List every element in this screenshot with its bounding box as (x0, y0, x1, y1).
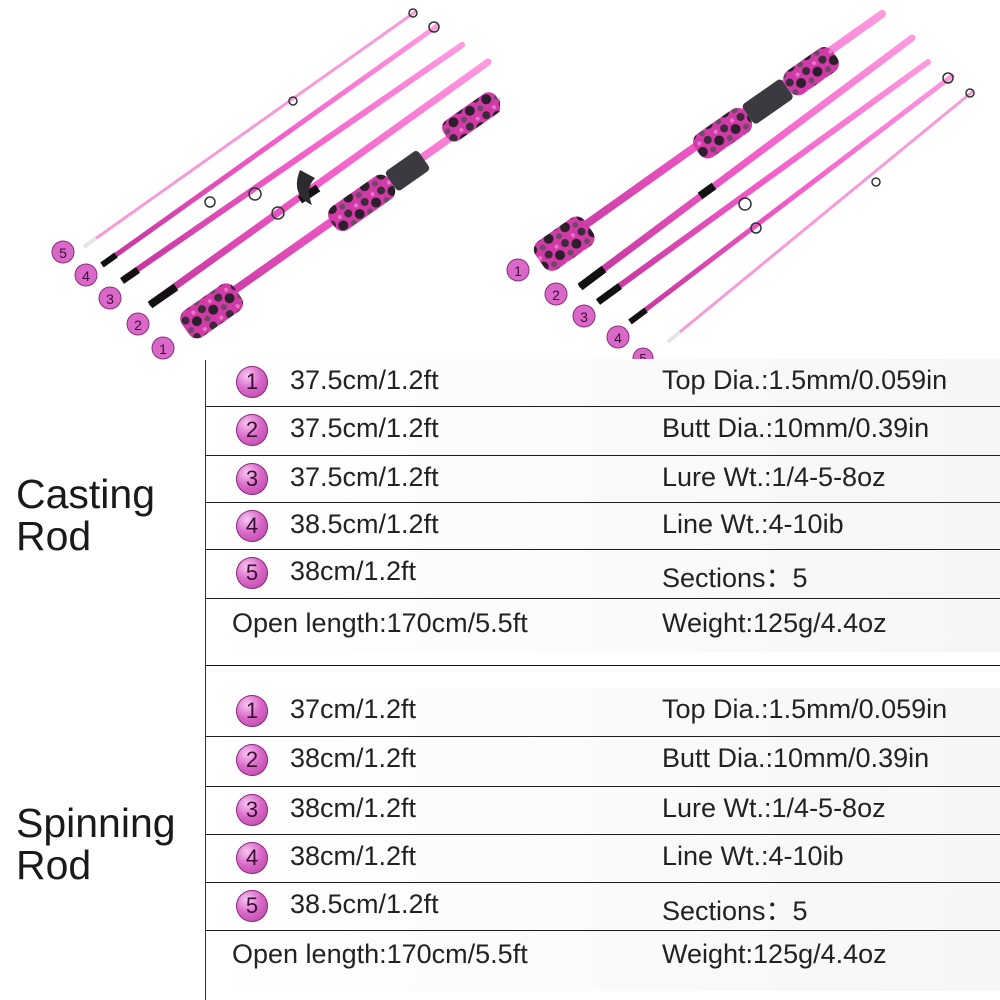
rod-section-4 (103, 23, 440, 265)
spinning-rod-illustration: 1 2 3 4 5 (500, 0, 1000, 369)
section-number-badge: 3 (236, 463, 268, 495)
open-length: Open length:170cm/5.5ft (232, 939, 528, 969)
rod-section-3 (122, 42, 465, 281)
spec-value: Line Wt.:4-10ib (662, 509, 844, 539)
svg-text:3: 3 (106, 291, 114, 307)
spin-rear-grip (533, 216, 595, 271)
spinning-badges: 1 2 3 4 5 (506, 258, 654, 369)
spec-value: Butt Dia.:10mm/0.39in (662, 413, 930, 443)
svg-text:1: 1 (159, 341, 167, 357)
table-row: 3 37.5cm/1.2ft Lure Wt.:1/4-5-8oz (206, 456, 1000, 504)
reel-seat (385, 151, 430, 191)
spin-rod-section-2 (578, 34, 916, 289)
spin-rod-section-3 (597, 59, 931, 303)
casting-rod-title: Casting Rod (16, 471, 156, 559)
table-vertical-divider (205, 360, 206, 1000)
section-number-badge: 4 (236, 842, 268, 874)
svg-text:5: 5 (639, 351, 646, 362)
table-row: 2 37.5cm/1.2ft Butt Dia.:10mm/0.39in (206, 407, 1000, 455)
section-number-badge: 2 (236, 744, 268, 776)
section-number-badge: 2 (236, 414, 268, 446)
spin-rod-section-4 (629, 73, 955, 323)
section-number-badge: 5 (236, 890, 268, 922)
casting-badges: 5 4 3 2 1 (51, 240, 175, 360)
svg-text:2: 2 (134, 317, 142, 333)
section-length: 38cm/1.2ft (290, 743, 417, 773)
section-length: 38cm/1.2ft (290, 841, 417, 871)
casting-rod-illustration: 5 4 3 2 1 (0, 0, 519, 362)
spin-reel-seat (742, 79, 793, 124)
table-row: 4 38.5cm/1.2ft Line Wt.:4-10ib (206, 503, 1000, 551)
section-divider (205, 665, 1000, 666)
section-length: 37.5cm/1.2ft (290, 462, 439, 492)
section-length: 37.5cm/1.2ft (290, 365, 439, 395)
table-row: Open length:170cm/5.5ft Weight:125g/4.4o… (206, 931, 1000, 991)
spinning-rod-title: Spinning Rod (16, 800, 176, 888)
section-number-badge: 4 (236, 510, 268, 542)
svg-text:1: 1 (514, 263, 522, 279)
section-number-badge: 1 (236, 366, 268, 398)
spec-value: Top Dia.:1.5mm/0.059in (662, 694, 948, 724)
rod-section-2 (148, 58, 492, 307)
rod-weight: Weight:125g/4.4oz (662, 608, 887, 638)
spec-value: Lure Wt.:1/4-5-8oz (662, 793, 886, 823)
table-row: 3 38cm/1.2ft Lure Wt.:1/4-5-8oz (206, 787, 1000, 835)
table-row: 5 38cm/1.2ft Sections：5 (206, 550, 1000, 598)
section-number-badge: 5 (236, 557, 268, 589)
section-length: 38cm/1.2ft (290, 793, 417, 823)
table-row: 1 37.5cm/1.2ft Top Dia.:1.5mm/0.059in (206, 359, 1000, 407)
trigger (296, 170, 315, 205)
section-length: 37cm/1.2ft (290, 694, 417, 724)
spec-value: Lure Wt.:1/4-5-8oz (662, 462, 886, 492)
section-length: 37.5cm/1.2ft (290, 413, 439, 443)
spec-value: Butt Dia.:10mm/0.39in (662, 743, 930, 773)
table-row: 2 38cm/1.2ft Butt Dia.:10mm/0.39in (206, 737, 1000, 785)
svg-text:3: 3 (580, 309, 588, 325)
section-length: 38cm/1.2ft (290, 556, 417, 586)
rear-grip (180, 283, 244, 339)
table-row: 1 37cm/1.2ft Top Dia.:1.5mm/0.059in (206, 688, 1000, 736)
svg-text:4: 4 (82, 268, 90, 284)
section-length: 38.5cm/1.2ft (290, 889, 439, 919)
fore-grip (328, 174, 396, 232)
rod-weight: Weight:125g/4.4oz (662, 939, 887, 969)
spin-rod-section-5 (668, 90, 974, 342)
section-length: 38.5cm/1.2ft (290, 509, 439, 539)
spec-value: Line Wt.:4-10ib (662, 841, 844, 871)
open-length: Open length:170cm/5.5ft (232, 608, 528, 638)
svg-text:5: 5 (59, 245, 67, 261)
spec-value: Top Dia.:1.5mm/0.059in (662, 365, 948, 395)
svg-text:4: 4 (614, 330, 622, 346)
section-number-badge: 1 (236, 695, 268, 727)
table-row: 5 38.5cm/1.2ft Sections：5 (206, 883, 1000, 931)
spin-fore-grip (693, 107, 753, 159)
table-row: Open length:170cm/5.5ft Weight:125g/4.4o… (206, 600, 1000, 652)
section-number-badge: 3 (236, 794, 268, 826)
table-row: 4 38cm/1.2ft Line Wt.:4-10ib (206, 835, 1000, 883)
svg-text:2: 2 (552, 287, 560, 303)
rod-section-5 (86, 10, 417, 246)
spec-value: Sections：5 (662, 563, 808, 593)
spec-value: Sections：5 (662, 896, 808, 926)
